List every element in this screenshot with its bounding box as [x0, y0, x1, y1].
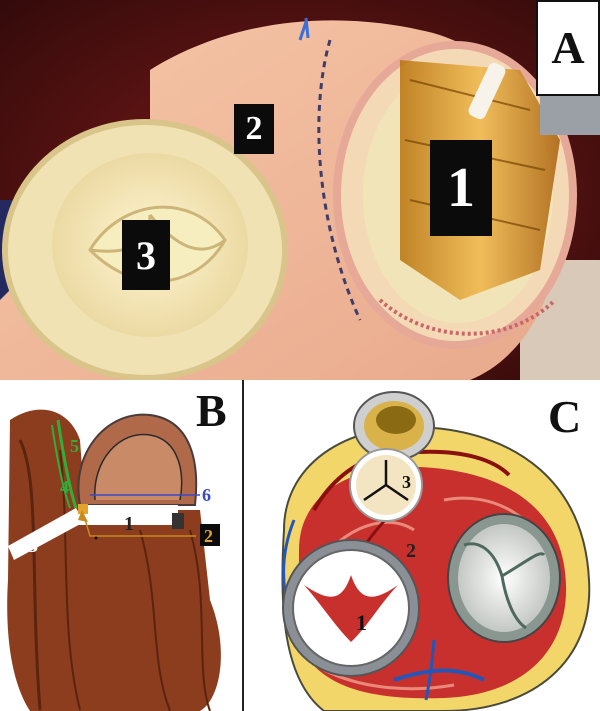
panel-b-label-6: 6	[202, 485, 211, 505]
panel-c-letter: C	[548, 391, 582, 442]
panel-a-letter: A	[551, 22, 585, 73]
panel-b-label-4: 4	[60, 477, 69, 497]
panel-c-label-1: 1	[356, 610, 367, 635]
panel-b-letter: B	[196, 385, 227, 436]
panel-b-sketch: 5 4 6 1 3 2 B	[0, 380, 244, 711]
panel-c-diagram: 3 2 1 C	[244, 380, 600, 711]
label-1-text: 1	[447, 157, 475, 219]
label-2-text: 2	[245, 110, 263, 147]
panel-a-photo: 2 3 1 A	[0, 0, 600, 380]
panel-a-label-2: 2	[234, 104, 274, 154]
panel-a-label-1: 1	[430, 140, 492, 236]
panel-a-letter-box: A	[536, 0, 600, 96]
panel-a-illustration	[0, 0, 600, 380]
label-3-text: 3	[136, 232, 156, 278]
panel-c-illustration: 3 2 1	[244, 380, 600, 711]
panel-b-label-3: 3	[28, 535, 38, 557]
panel-c-label-3: 3	[402, 472, 411, 492]
panel-a-label-3: 3	[122, 220, 170, 290]
panel-b-illustration: 5 4 6 1 3 2	[0, 380, 242, 711]
panel-b-label-5: 5	[70, 436, 79, 456]
panel-b-label-2: 2	[204, 526, 213, 546]
panel-b-label-1: 1	[124, 513, 134, 535]
panel-c-label-2: 2	[406, 540, 416, 562]
